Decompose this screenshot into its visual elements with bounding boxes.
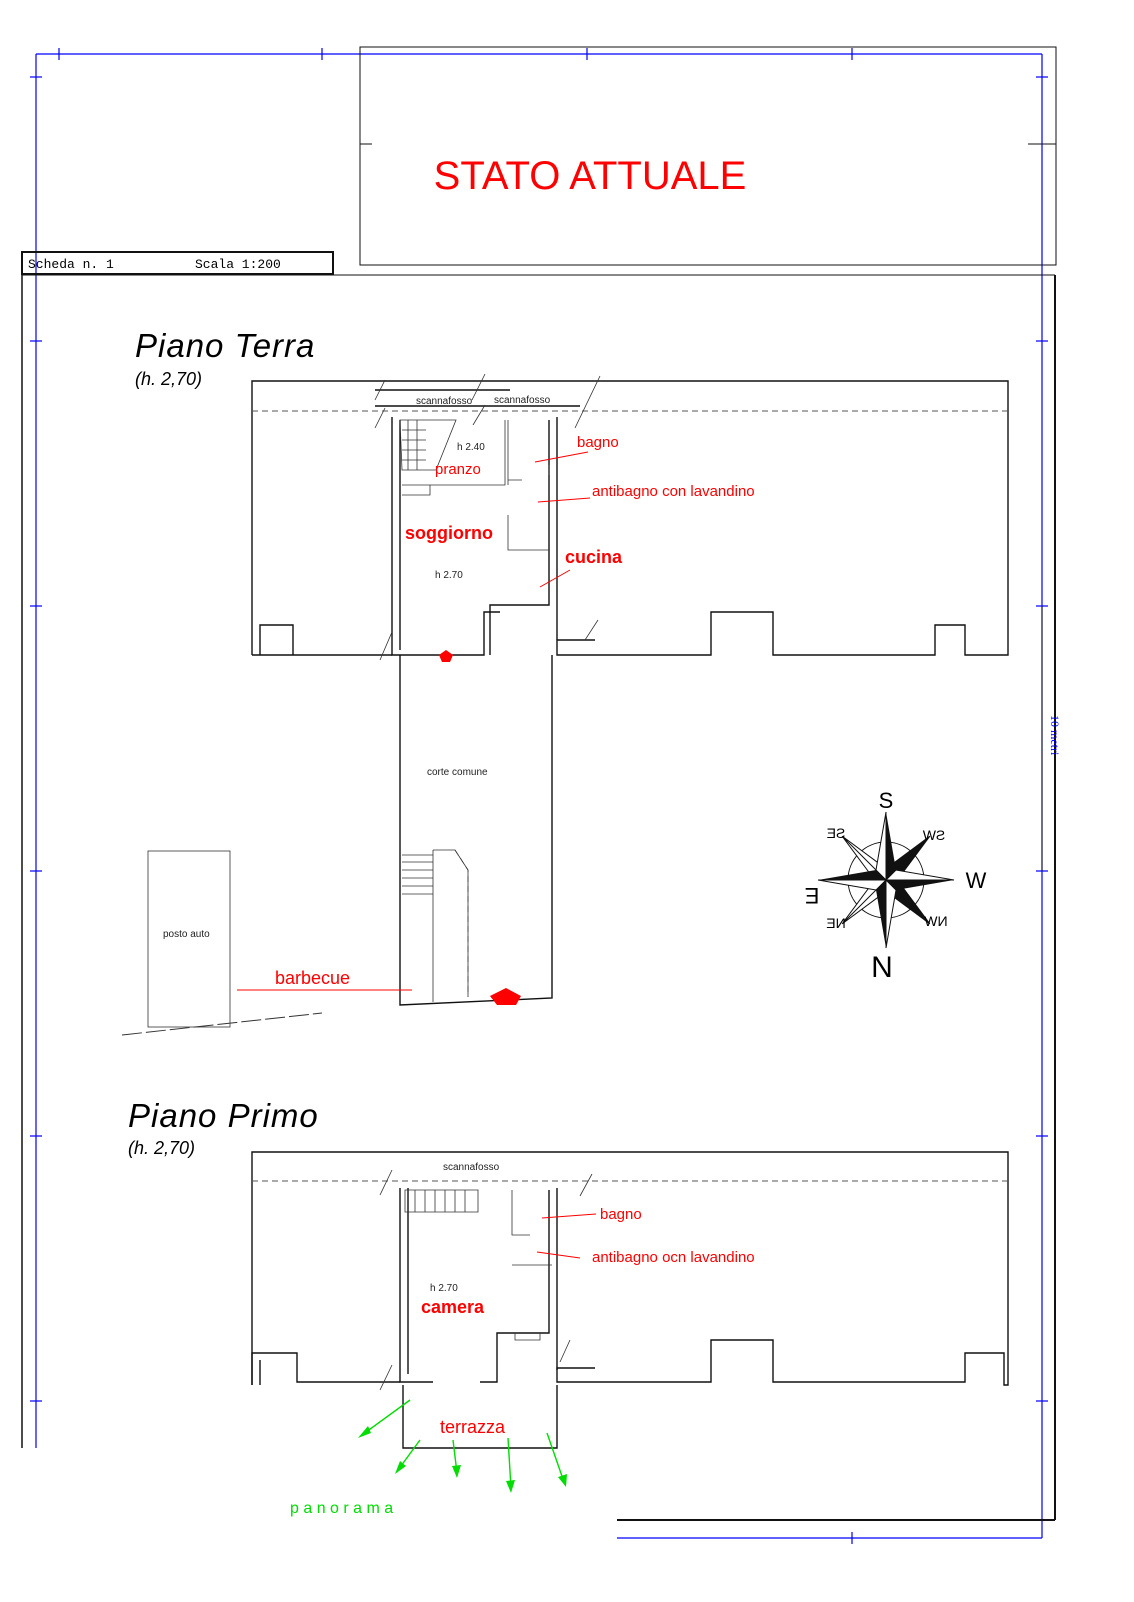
drawing-line: scannafosso scannafosso h 2.40 pranzo ba… — [163, 395, 755, 988]
panorama-arrows — [358, 1399, 567, 1493]
label-soggiorno: soggiorno — [405, 523, 493, 543]
label-cucina: cucina — [565, 547, 623, 567]
drawing-line — [537, 497, 591, 503]
drawing-line — [359, 46, 1057, 266]
drawing-line — [391, 417, 558, 656]
drawing-line — [252, 624, 392, 656]
drawing-line — [536, 1251, 581, 1259]
first-floor-title: Piano Primo — [128, 1097, 319, 1134]
drawing-line — [399, 655, 553, 1006]
drawing-line — [379, 1169, 593, 1391]
label-bagno: bagno — [600, 1206, 642, 1223]
ground-floor-height: (h. 2,70) — [135, 369, 202, 389]
label-panorama: p a n o r a m a — [290, 1500, 393, 1517]
drawing-line — [558, 1474, 567, 1487]
drawing-line — [121, 1012, 323, 1036]
drawing-line — [841, 835, 931, 925]
scale-bar-label: 10 metri — [1048, 715, 1062, 756]
drawing-line — [375, 389, 580, 407]
scale-label: Scala 1:200 — [195, 257, 281, 272]
drawing-line — [506, 1480, 515, 1493]
drawing-line — [404, 1189, 552, 1341]
entrance-arrow-icon — [490, 988, 521, 1005]
compass-label: SE — [827, 825, 846, 841]
label-height-pranzo: h 2.40 — [457, 442, 485, 453]
first-floor-plan — [251, 1151, 1009, 1493]
compass-label: W — [965, 868, 986, 893]
label-corte-comune: corte comune — [427, 767, 488, 778]
drawing-line — [452, 1465, 461, 1478]
drawing-line — [251, 380, 1009, 656]
label-bagno: bagno — [577, 434, 619, 451]
drawing-line — [541, 1213, 597, 1219]
label-antibagno: antibagno ocn lavandino — [592, 1249, 755, 1266]
drawing-line — [374, 373, 601, 661]
first-floor-height: (h. 2,70) — [128, 1138, 195, 1158]
drawing-line — [454, 849, 469, 997]
drawing-line — [534, 451, 589, 463]
black-frame — [21, 46, 1057, 1521]
drawing-line — [507, 1437, 512, 1489]
drawing-line — [539, 569, 571, 588]
blue-frame — [30, 48, 1048, 1544]
label-height-soggiorno: h 2.70 — [435, 570, 463, 581]
label-terrazza: terrazza — [440, 1417, 506, 1437]
entrance-arrow-icon — [439, 650, 453, 662]
drawing-line — [399, 1188, 558, 1383]
title-stato-attuale: STATO ATTUALE — [434, 154, 747, 198]
drawing-line — [399, 419, 550, 551]
compass-label: S — [879, 788, 894, 813]
drawing-line — [251, 1352, 400, 1385]
label-scannafosso: scannafosso — [494, 395, 551, 406]
label-scannafosso: scannafosso — [443, 1162, 500, 1173]
scale-bar: 10 metri — [1041, 606, 1062, 871]
label-camera: camera — [421, 1297, 485, 1317]
drawing-line — [546, 1432, 565, 1483]
label-scannafosso: scannafosso — [416, 396, 473, 407]
drawing-line — [251, 1151, 1009, 1386]
drawing-line — [402, 1385, 558, 1449]
ground-floor-plan — [121, 373, 1009, 1036]
drawing-line — [361, 1399, 411, 1436]
drawing-line: scannafosso bagno antibagno ocn lavandin… — [290, 1162, 755, 1517]
drawing-line — [358, 1426, 371, 1438]
label-antibagno: antibagno con lavandino — [592, 483, 755, 500]
ground-floor-title: Piano Terra — [135, 327, 315, 364]
compass-label: NE — [826, 915, 845, 931]
compass-label: SW — [922, 827, 945, 843]
drawing-line — [395, 1461, 406, 1474]
label-posto-auto: posto auto — [163, 929, 210, 940]
label-pranzo: pranzo — [435, 461, 481, 478]
drawing-line — [21, 251, 334, 275]
drawing-line — [402, 849, 469, 1002]
label-barbecue: barbecue — [275, 968, 350, 988]
drawing-line — [147, 850, 231, 1028]
compass-rose-icon: S N E W SE SW NE NW — [805, 788, 987, 984]
label-height-camera: h 2.70 — [430, 1283, 458, 1294]
compass-label: N — [871, 951, 893, 984]
drawing-line — [817, 811, 955, 949]
compass-label: NW — [924, 913, 948, 929]
compass-label: E — [805, 883, 820, 908]
scheda-number: Scheda n. 1 — [28, 257, 114, 272]
